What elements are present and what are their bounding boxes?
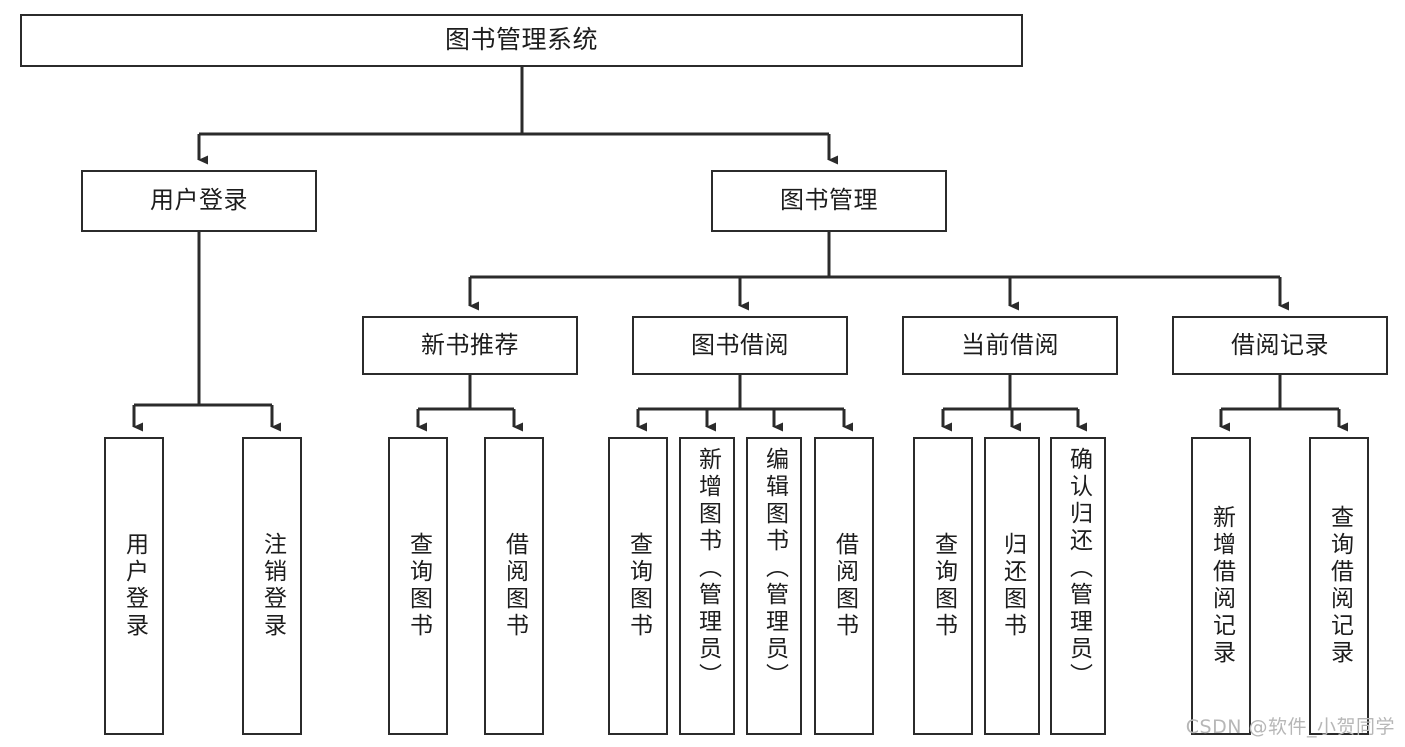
node-newbook[interactable]: 新书推荐 [362,316,578,375]
node-label-login: 用户登录 [150,186,248,215]
node-bookmgmt[interactable]: 图书管理 [711,170,947,232]
node-leaf2[interactable]: 注销登录 [242,437,302,735]
node-label-leaf3: 查询图书 [405,532,432,640]
node-label-bookmgmt: 图书管理 [780,186,878,215]
node-leaf5[interactable]: 查询图书 [608,437,668,735]
node-label-leaf4: 借阅图书 [501,532,528,640]
node-leaf7[interactable]: 编辑图书（管理员） [746,437,802,735]
node-leaf8[interactable]: 借阅图书 [814,437,874,735]
node-label-leaf9: 查询图书 [930,532,957,640]
csdn-watermark: CSDN @软件_小贺同学 [1185,716,1395,738]
node-label-leaf12: 新增借阅记录 [1208,505,1235,667]
node-leaf12[interactable]: 新增借阅记录 [1191,437,1251,735]
node-label-leaf6: 新增图书（管理员） [694,447,721,690]
node-label-leaf2: 注销登录 [259,532,286,640]
node-label-leaf1: 用户登录 [121,532,148,640]
node-label-current: 当前借阅 [961,330,1059,359]
node-leaf1[interactable]: 用户登录 [104,437,164,735]
node-label-leaf8: 借阅图书 [831,532,858,640]
node-borrow[interactable]: 图书借阅 [632,316,848,375]
node-records[interactable]: 借阅记录 [1172,316,1388,375]
node-root[interactable]: 图书管理系统 [20,14,1023,67]
node-label-leaf5: 查询图书 [625,532,652,640]
node-leaf13[interactable]: 查询借阅记录 [1309,437,1369,735]
node-leaf9[interactable]: 查询图书 [913,437,973,735]
node-current[interactable]: 当前借阅 [902,316,1118,375]
node-label-newbook: 新书推荐 [421,330,519,359]
node-label-borrow: 图书借阅 [691,330,789,359]
node-label-leaf11: 确认归还（管理员） [1065,447,1092,690]
node-label-leaf10: 归还图书 [999,532,1026,640]
node-leaf11[interactable]: 确认归还（管理员） [1050,437,1106,735]
node-label-records: 借阅记录 [1231,330,1329,359]
node-leaf4[interactable]: 借阅图书 [484,437,544,735]
node-label-root: 图书管理系统 [444,25,598,55]
node-label-leaf7: 编辑图书（管理员） [761,447,788,690]
node-leaf6[interactable]: 新增图书（管理员） [679,437,735,735]
node-login[interactable]: 用户登录 [81,170,317,232]
node-label-leaf13: 查询借阅记录 [1326,505,1353,667]
node-leaf10[interactable]: 归还图书 [984,437,1040,735]
node-leaf3[interactable]: 查询图书 [388,437,448,735]
